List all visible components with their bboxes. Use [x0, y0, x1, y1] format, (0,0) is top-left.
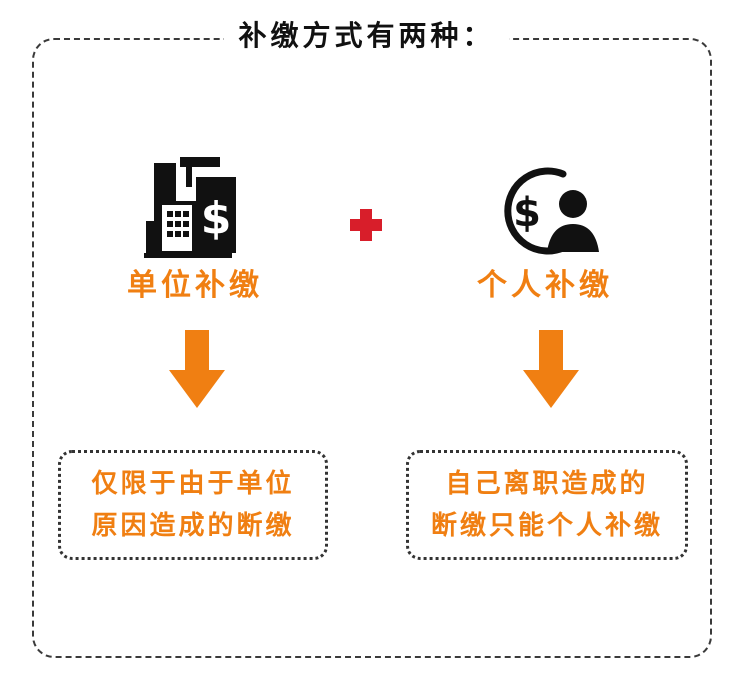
dashed-frame: [32, 38, 712, 658]
svg-text:$: $: [201, 193, 232, 244]
note-line: 自己离职造成的: [445, 469, 649, 499]
down-arrow-icon: [523, 330, 579, 408]
svg-text:$: $: [513, 190, 541, 236]
personal-payment-label: 个人补缴: [477, 268, 613, 303]
company-payment-column: $ 单位补缴: [45, 150, 345, 306]
title-bar: 补缴方式有两种：: [0, 14, 733, 58]
page-title: 补缴方式有两种：: [224, 14, 509, 58]
note-line: 原因造成的断缴: [91, 511, 295, 541]
down-arrow-icon: [169, 330, 225, 408]
office-building-dollar-icon: $: [45, 150, 345, 260]
plus-icon: [350, 209, 382, 241]
company-payment-label: 单位补缴: [127, 268, 263, 303]
personal-payment-column: $ 个人补缴: [395, 150, 695, 306]
note-line: 断缴只能个人补缴: [430, 511, 663, 541]
note-line: 仅限于由于单位: [91, 469, 295, 499]
personal-payment-note: 自己离职造成的 断缴只能个人补缴: [406, 450, 688, 560]
person-dollar-icon: $: [395, 150, 695, 260]
company-payment-note: 仅限于由于单位 原因造成的断缴: [58, 450, 328, 560]
